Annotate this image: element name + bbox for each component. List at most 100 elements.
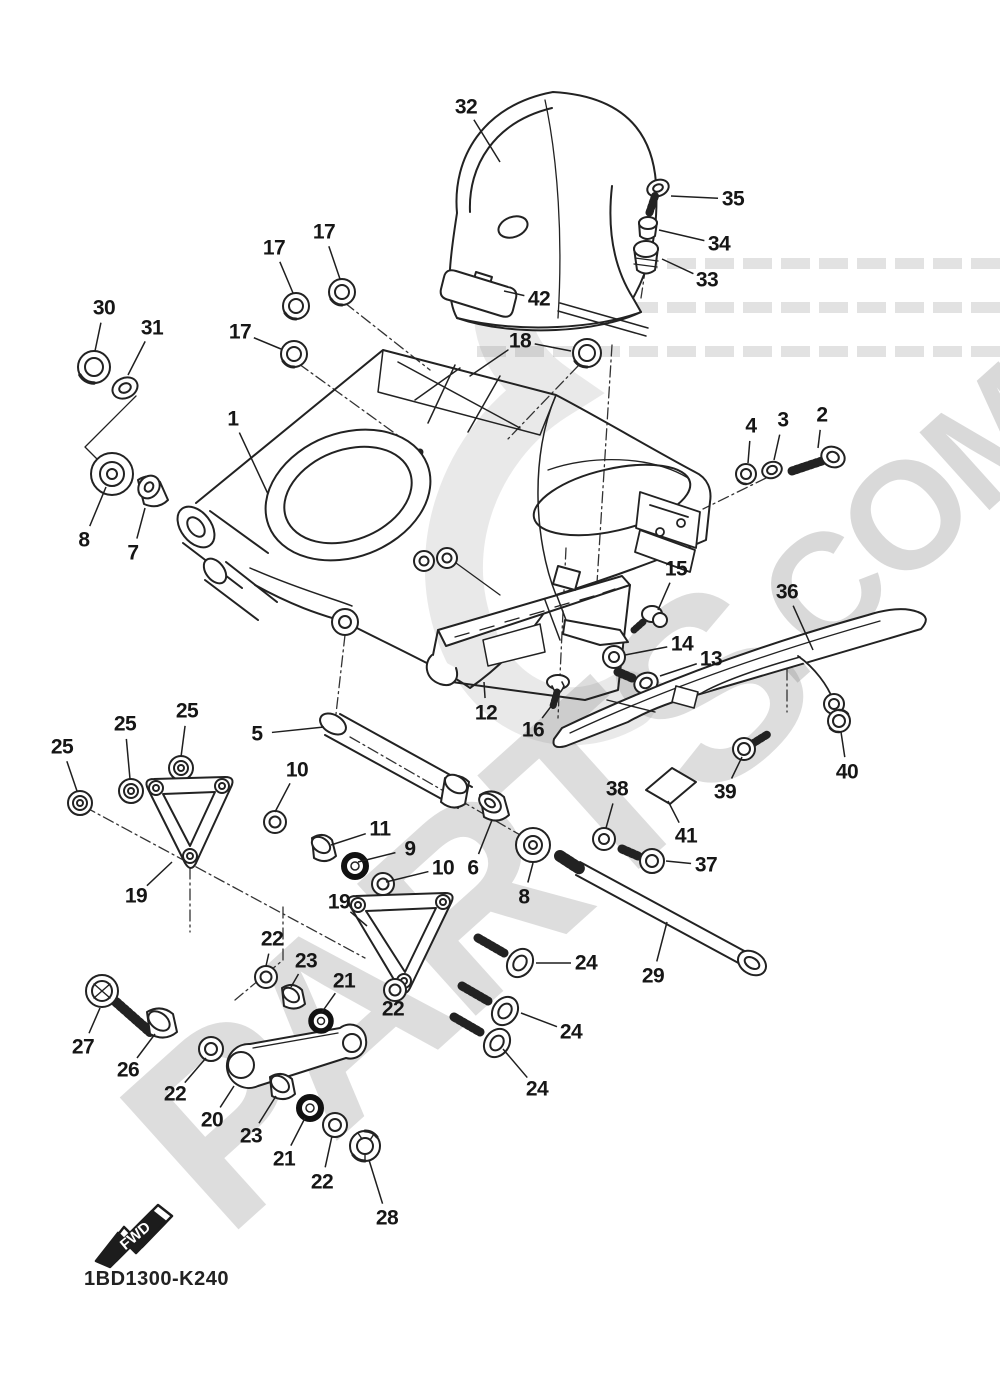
- part-callout-25-23[interactable]: 25: [50, 735, 74, 759]
- part-39-bolt: [732, 730, 772, 761]
- part-callout-17-6[interactable]: 17: [228, 320, 252, 344]
- part-15-bolt: [562, 605, 668, 646]
- part-36-chain-guard: [552, 608, 927, 749]
- part-14-washer: [602, 645, 626, 669]
- part-4-nut: [735, 463, 757, 486]
- part-30-nut: [77, 350, 111, 385]
- part-callout-9-29[interactable]: 9: [404, 837, 416, 861]
- part-callout-22-43[interactable]: 22: [381, 997, 405, 1021]
- part-callout-13-20[interactable]: 13: [699, 647, 723, 671]
- part-callout-24-46[interactable]: 24: [525, 1077, 549, 1101]
- part-callout-5-26[interactable]: 5: [251, 722, 263, 746]
- part-callout-32-0[interactable]: 32: [454, 95, 478, 119]
- part-callout-15-17[interactable]: 15: [664, 557, 688, 581]
- part-8-bearing-left: [90, 452, 134, 496]
- part-20-connecting-rod: [225, 1023, 368, 1089]
- part-callout-29-47[interactable]: 29: [641, 964, 665, 988]
- part-callout-4-12[interactable]: 4: [745, 414, 757, 438]
- part-22-washer-a: [198, 1036, 224, 1062]
- part-callout-24-45[interactable]: 24: [559, 1020, 583, 1044]
- part-callout-28-55[interactable]: 28: [375, 1206, 399, 1230]
- part-callout-22-54[interactable]: 22: [310, 1170, 334, 1194]
- part-callout-27-48[interactable]: 27: [71, 1035, 95, 1059]
- part-callout-8-32[interactable]: 8: [518, 885, 530, 909]
- part-callout-22-40[interactable]: 22: [260, 927, 284, 951]
- part-callout-6-31[interactable]: 6: [467, 856, 479, 880]
- part-callout-20-51[interactable]: 20: [200, 1108, 224, 1132]
- part-33-grommet: [633, 240, 659, 275]
- part-24-bolts: [449, 933, 535, 1059]
- part-callout-23-41[interactable]: 23: [294, 949, 318, 973]
- part-40-nut: [827, 708, 851, 734]
- part-callout-35-1[interactable]: 35: [721, 187, 745, 211]
- part-callout-21-42[interactable]: 21: [332, 969, 356, 993]
- part-callout-33-3[interactable]: 33: [695, 268, 719, 292]
- part-callout-25-25[interactable]: 25: [175, 699, 199, 723]
- part-25-washers: [67, 755, 194, 816]
- part-callout-34-2[interactable]: 34: [707, 232, 731, 256]
- drawing-code: 1BD1300-K240: [84, 1268, 229, 1290]
- part-21-seal-a: [308, 1008, 334, 1034]
- part-callout-38-33[interactable]: 38: [605, 777, 629, 801]
- part-callout-8-15[interactable]: 8: [78, 528, 90, 552]
- part-callout-31-10[interactable]: 31: [140, 316, 164, 340]
- part-callout-11-28[interactable]: 11: [369, 817, 391, 841]
- part-38-washer: [592, 827, 616, 851]
- part-callout-36-18[interactable]: 36: [775, 580, 799, 604]
- part-callout-7-16[interactable]: 7: [127, 541, 139, 565]
- part-callout-39-35[interactable]: 39: [713, 780, 737, 804]
- part-callout-1-11[interactable]: 1: [227, 407, 239, 431]
- part-27-bolt: [85, 974, 155, 1037]
- part-18-nut: [469, 338, 602, 377]
- part-10-washer-b: [371, 872, 395, 896]
- part-callout-19-39[interactable]: 19: [327, 890, 351, 914]
- part-callout-37-37[interactable]: 37: [694, 853, 718, 877]
- part-callout-10-30[interactable]: 10: [431, 856, 455, 880]
- part-11-collar: [310, 834, 337, 862]
- part-callout-14-19[interactable]: 14: [670, 632, 694, 656]
- part-callout-2-14[interactable]: 2: [816, 403, 828, 427]
- part-callout-12-21[interactable]: 12: [474, 701, 498, 725]
- part-34-collar: [638, 216, 658, 240]
- part-5-rod: [319, 712, 473, 809]
- part-31-washer: [84, 376, 139, 470]
- part-2-bolt: [787, 445, 846, 476]
- part-41-plate: [645, 767, 697, 805]
- part-callout-16-22[interactable]: 16: [521, 718, 545, 742]
- part-callout-18-8[interactable]: 18: [508, 329, 532, 353]
- part-callout-19-38[interactable]: 19: [124, 884, 148, 908]
- part-29-pivot-shaft: [554, 850, 767, 977]
- part-callout-42-7[interactable]: 42: [527, 287, 551, 311]
- part-callout-26-49[interactable]: 26: [116, 1058, 140, 1082]
- part-37-bolt: [617, 844, 665, 874]
- part-callout-21-53[interactable]: 21: [272, 1147, 296, 1171]
- part-callout-10-27[interactable]: 10: [285, 758, 309, 782]
- part-21-seal-b: [296, 1094, 324, 1122]
- part-callout-17-5[interactable]: 17: [312, 220, 336, 244]
- part-callout-3-13[interactable]: 3: [777, 408, 789, 432]
- part-9-seal: [341, 852, 369, 880]
- part-28-nut: [349, 1129, 381, 1163]
- part-22-washer-b: [322, 1112, 348, 1138]
- part-callout-22-50[interactable]: 22: [163, 1082, 187, 1106]
- part-callout-30-9[interactable]: 30: [92, 296, 116, 320]
- part-callout-40-36[interactable]: 40: [835, 760, 859, 784]
- part-22-washer-d: [383, 978, 407, 1002]
- part-35-bolt: [645, 178, 670, 218]
- part-callout-24-44[interactable]: 24: [574, 951, 598, 975]
- part-callout-23-52[interactable]: 23: [239, 1124, 263, 1148]
- part-3-washer: [761, 460, 783, 480]
- part-8-bearing-mid: [515, 827, 551, 863]
- part-callout-41-34[interactable]: 41: [674, 824, 698, 848]
- part-6-bushing: [478, 790, 510, 822]
- part-callout-17-4[interactable]: 17: [262, 236, 286, 260]
- part-23-bushing-a: [281, 984, 306, 1010]
- part-19-relay-arm-a: [145, 776, 234, 869]
- part-callout-25-24[interactable]: 25: [113, 712, 137, 736]
- part-12-chain-guide: [425, 565, 631, 701]
